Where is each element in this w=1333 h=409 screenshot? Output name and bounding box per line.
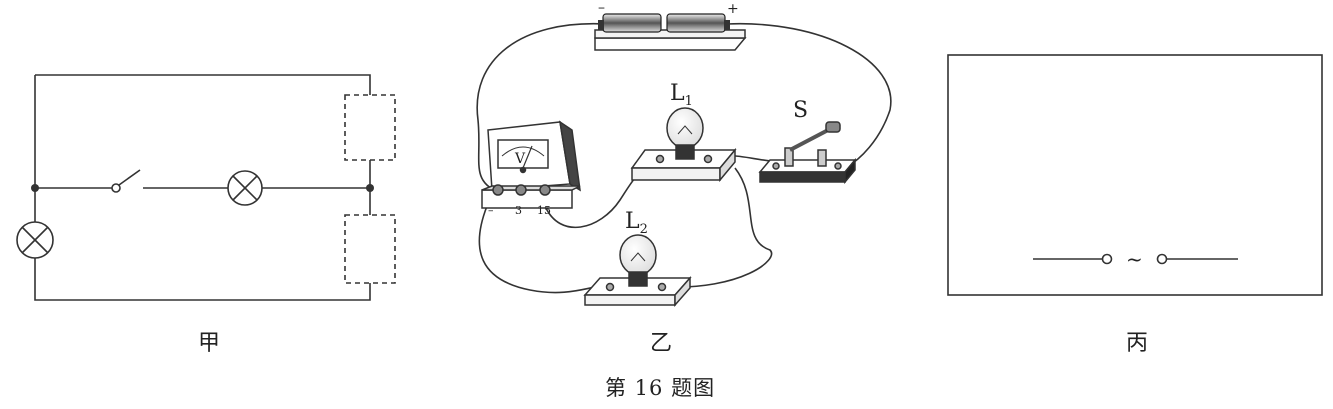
dashed-box-lower	[344, 214, 396, 284]
dashed-box-upper	[344, 94, 396, 161]
figure-title: 第 16 题图	[605, 376, 716, 400]
lamp-symbol-left	[16, 221, 54, 259]
bulb-l2-label: L2	[625, 209, 648, 237]
battery-cell-right	[666, 13, 726, 33]
ac-terminal-left	[1101, 253, 1113, 265]
voltmeter-15-label: 15	[537, 204, 551, 217]
battery-minus-label: –	[598, 0, 605, 16]
wire-battery-to-switch	[726, 22, 892, 169]
switch-label: S	[793, 98, 808, 123]
voltmeter-3-label: 3	[515, 204, 522, 217]
switch-symbol	[111, 169, 141, 193]
bulb-l1	[630, 107, 737, 183]
wire-voltmeter-to-l2	[478, 205, 596, 294]
wire-top	[35, 74, 371, 95]
battery-cell-left	[602, 13, 662, 33]
voltmeter-minus-label: –	[488, 204, 494, 217]
ac-terminal-right	[1156, 253, 1168, 265]
wire-l1-to-l2	[664, 167, 773, 288]
junction-dot-left	[31, 184, 39, 192]
lamp-symbol-middle	[227, 170, 263, 206]
figure-jia-schematic	[34, 74, 396, 301]
voltmeter-terminal-3-post	[515, 184, 527, 196]
battery-holder	[594, 13, 747, 51]
caption-bing: 丙	[1126, 331, 1150, 356]
bulb-l2	[583, 234, 692, 307]
answer-frame	[947, 54, 1323, 296]
knife-switch	[758, 121, 857, 185]
wire-battery-to-voltmeter	[476, 22, 606, 193]
voltmeter-symbol: V	[514, 151, 526, 167]
figure-bing-box	[947, 54, 1323, 296]
voltmeter-terminal-minus-post	[492, 184, 504, 196]
bulb-l1-label: L1	[670, 81, 693, 109]
caption-jia: 甲	[198, 331, 222, 356]
voltmeter	[481, 120, 581, 209]
wire-left-bottom	[34, 258, 371, 301]
voltmeter-terminal-15-post	[539, 184, 551, 196]
ac-source-symbol: ~	[1126, 247, 1143, 271]
junction-dot-right	[366, 184, 374, 192]
caption-yi: 乙	[650, 331, 674, 356]
battery-plus-label: +	[727, 1, 739, 17]
